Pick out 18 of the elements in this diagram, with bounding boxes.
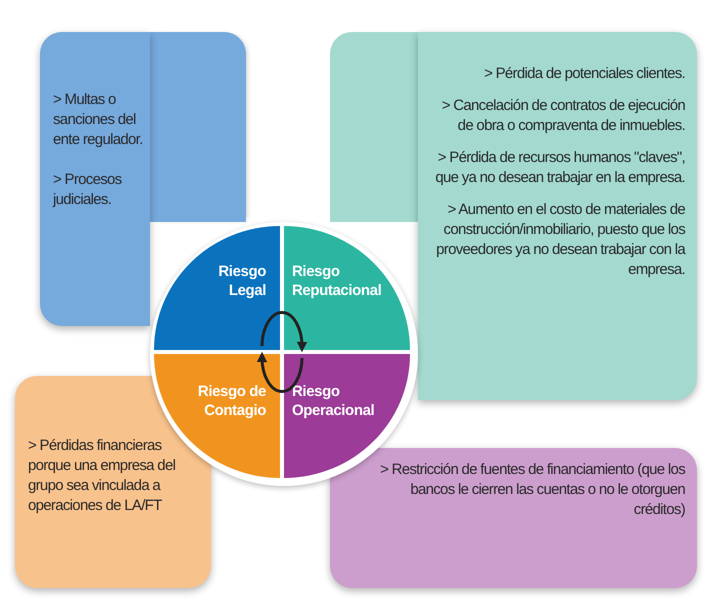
card-text: > Pérdidas financieras porque una empresa del grupo sea vinculada a operaciones de LA/FT — [28, 436, 176, 516]
quadrant-label: Riesgo Operacional — [292, 382, 376, 420]
card-text: > Procesos judiciales. — [53, 170, 122, 210]
card-text: > Restricción de fuentes de financiamiento (que los bancos le cierren las cuentas o no le otorguen créditos) — [379, 460, 685, 520]
card-text: > Aumento en el costo de materiales de construcción/inmobiliario, puesto que los proveedores ya no desean trabajar con la empresa. — [435, 200, 685, 280]
quadrant-segment — [154, 226, 280, 350]
card-panel — [418, 32, 697, 400]
quadrant-label: Riesgo Reputacional — [292, 262, 382, 300]
card-panel — [40, 32, 150, 326]
cycle-arrow — [256, 352, 304, 393]
card-text: > Pérdida de potenciales clientes. — [483, 64, 685, 84]
quadrant-label: Riesgo Legal — [217, 262, 266, 300]
card-text: > Pérdida de recursos humanos "claves", que ya no desean trabajar en la empresa. — [434, 148, 685, 188]
cycle-arrow — [260, 311, 308, 352]
quadrant-label: Riesgo de Contagio — [196, 382, 266, 420]
card-text: > Multas o sanciones del ente regulador. — [53, 90, 144, 150]
card-text: > Cancelación de contratos de ejecución de obra o compraventa de inmuebles. — [440, 96, 685, 136]
card-panel — [330, 448, 697, 588]
